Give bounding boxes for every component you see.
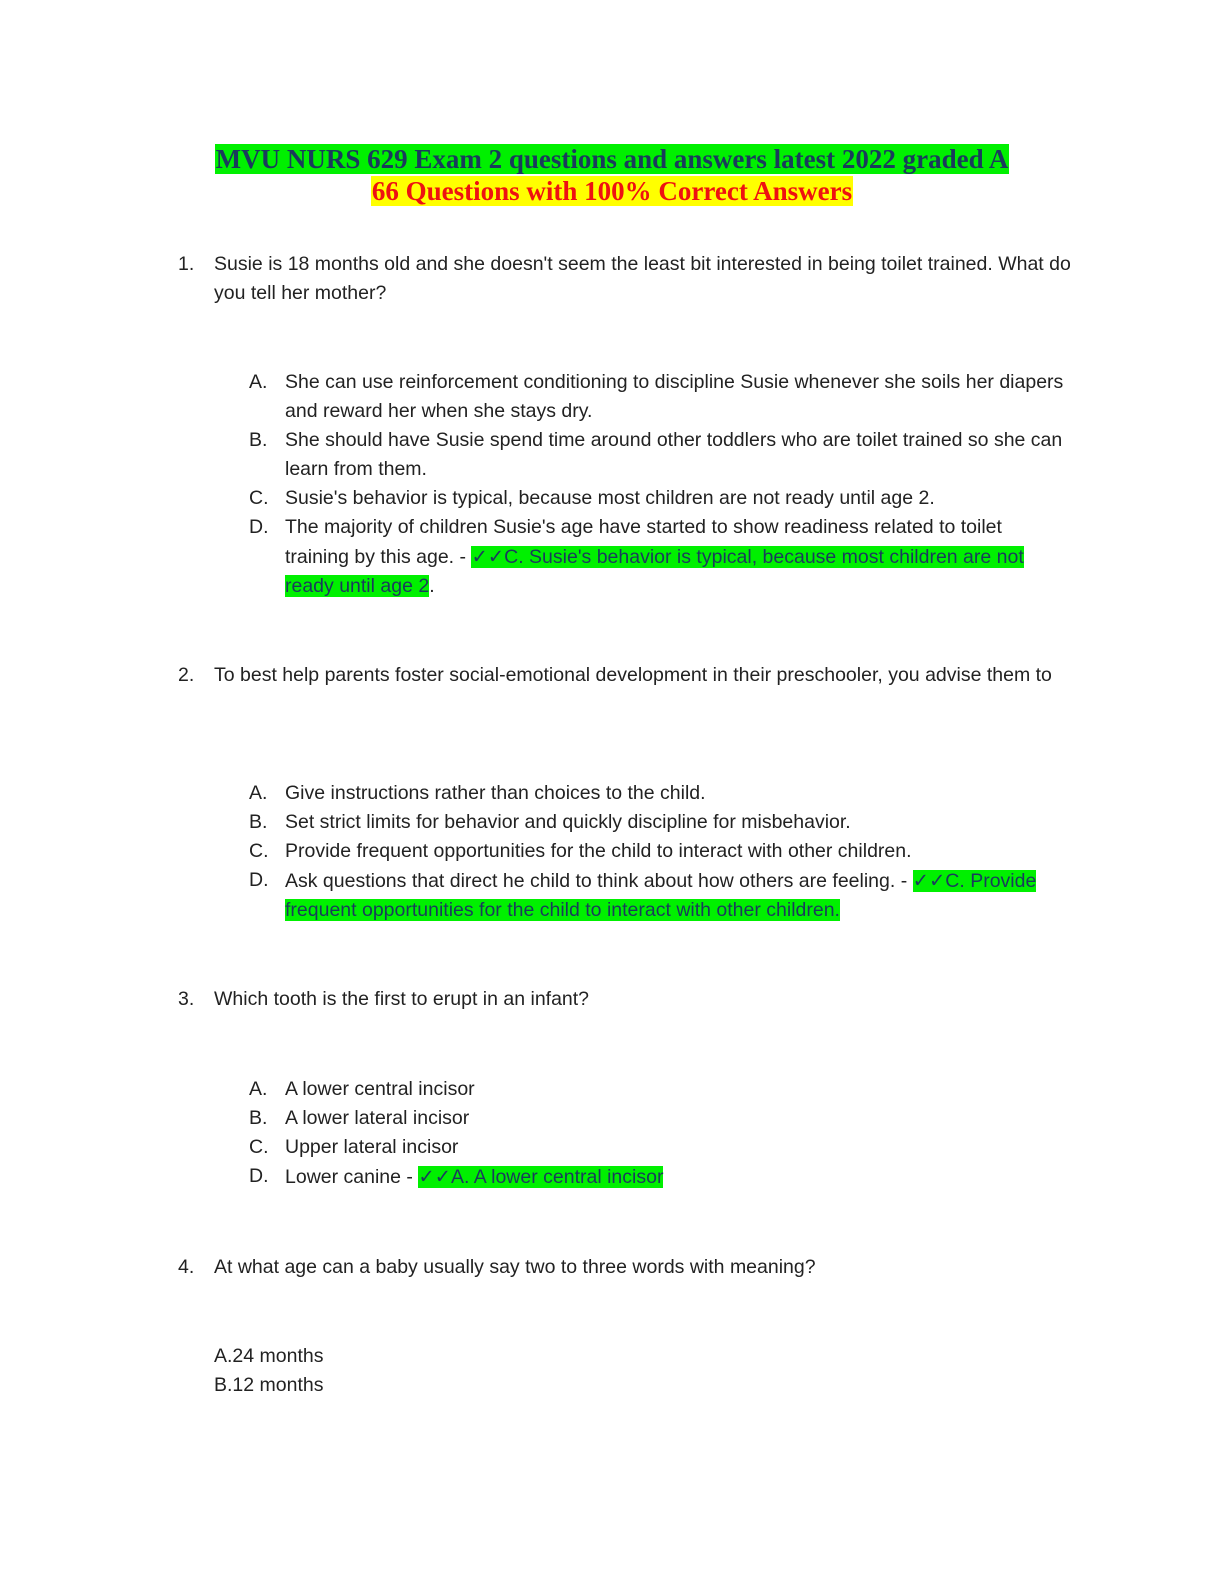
- option-c: C. Upper lateral incisor: [249, 1133, 1069, 1162]
- question-text: Susie is 18 months old and she doesn't s…: [214, 253, 1071, 304]
- option-b: B. Set strict limits for behavior and qui…: [249, 808, 1069, 837]
- title-main: MVU NURS 629 Exam 2 questions and answer…: [214, 144, 1010, 174]
- option-b: B.12 months: [214, 1374, 324, 1396]
- option-letter: B.: [249, 1107, 268, 1129]
- checkmark-icon: ✓✓: [418, 1165, 452, 1188]
- question-text: Which tooth is the first to erupt in an …: [214, 988, 590, 1010]
- option-letter: C.: [249, 1136, 269, 1158]
- option-text: The majority of children Susie's age hav…: [285, 516, 1002, 568]
- option-d: D. The majority of children Susie's age h…: [249, 513, 1069, 601]
- option-a: A. A lower central incisor: [249, 1075, 1069, 1104]
- document-title: MVU NURS 629 Exam 2 questions and answer…: [0, 143, 1224, 207]
- option-text: A lower lateral incisor: [285, 1107, 470, 1129]
- option-a: A. Give instructions rather than choices …: [249, 779, 1069, 808]
- option-letter: A.: [249, 782, 268, 804]
- option-letter: D.: [249, 516, 269, 538]
- question-2-options: A. Give instructions rather than choices …: [249, 779, 1069, 925]
- correct-answer-text: A. A lower central incisor: [451, 1166, 664, 1188]
- question-1-options: A. She can use reinforcement conditioning…: [249, 368, 1069, 601]
- correct-answer-highlight: ✓✓A. A lower central incisor: [418, 1165, 664, 1188]
- option-letter: A.: [249, 371, 268, 393]
- correct-answer-text: C. Susie's behavior is typical, because …: [285, 546, 1024, 597]
- option-text: Give instructions rather than choices to…: [285, 782, 706, 804]
- option-letter: B.: [249, 429, 268, 451]
- answer-suffix: .: [429, 575, 435, 597]
- option-c: C. Susie's behavior is typical, because m…: [249, 484, 1069, 513]
- checkmark-icon: ✓✓: [912, 869, 946, 892]
- option-d: D. Ask questions that direct he child to …: [249, 866, 1069, 925]
- question-3: 3. Which tooth is the first to erupt in …: [178, 985, 1078, 1014]
- option-c: C. Provide frequent opportunities for the…: [249, 837, 1069, 866]
- question-number: 2.: [178, 664, 195, 686]
- option-text: Set strict limits for behavior and quick…: [285, 811, 851, 833]
- option-b: B. A lower lateral incisor: [249, 1104, 1069, 1133]
- option-text: She should have Susie spend time around …: [285, 429, 1063, 480]
- option-letter: D.: [249, 869, 269, 891]
- option-text: Provide frequent opportunities for the c…: [285, 840, 912, 862]
- option-a: A.24 months: [214, 1345, 324, 1367]
- option-text: Susie's behavior is typical, because mos…: [285, 487, 935, 509]
- option-text: Ask questions that direct he child to th…: [285, 870, 913, 892]
- option-letter: B.: [249, 811, 268, 833]
- question-number: 3.: [178, 988, 195, 1010]
- question-3-options: A. A lower central incisor B. A lower late…: [249, 1075, 1069, 1192]
- question-1: 1. Susie is 18 months old and she doesn'…: [178, 250, 1078, 308]
- question-number: 4.: [178, 1256, 195, 1278]
- option-letter: C.: [249, 487, 269, 509]
- question-4-options: A.24 months B.12 months: [214, 1342, 814, 1400]
- option-text: She can use reinforcement conditioning t…: [285, 371, 1064, 422]
- option-letter: C.: [249, 840, 269, 862]
- option-d: D. Lower canine - ✓✓A. A lower central in…: [249, 1162, 1069, 1192]
- question-number: 1.: [178, 253, 195, 275]
- question-text: At what age can a baby usually say two t…: [214, 1256, 816, 1278]
- correct-answer-text: C. Provide frequent opportunities for th…: [285, 870, 1037, 921]
- option-letter: A.: [249, 1078, 268, 1100]
- option-text: Upper lateral incisor: [285, 1136, 459, 1158]
- option-b: B. She should have Susie spend time aroun…: [249, 426, 1069, 484]
- option-text: Lower canine -: [285, 1166, 419, 1188]
- question-text: To best help parents foster social-emoti…: [214, 664, 1052, 686]
- checkmark-icon: ✓✓: [471, 545, 505, 568]
- question-4: 4. At what age can a baby usually say tw…: [178, 1253, 1078, 1282]
- option-a: A. She can use reinforcement conditioning…: [249, 368, 1069, 426]
- question-2: 2. To best help parents foster social-em…: [178, 661, 1078, 690]
- title-subtitle: 66 Questions with 100% Correct Answers: [370, 176, 854, 206]
- option-text: A lower central incisor: [285, 1078, 475, 1100]
- option-letter: D.: [249, 1165, 269, 1187]
